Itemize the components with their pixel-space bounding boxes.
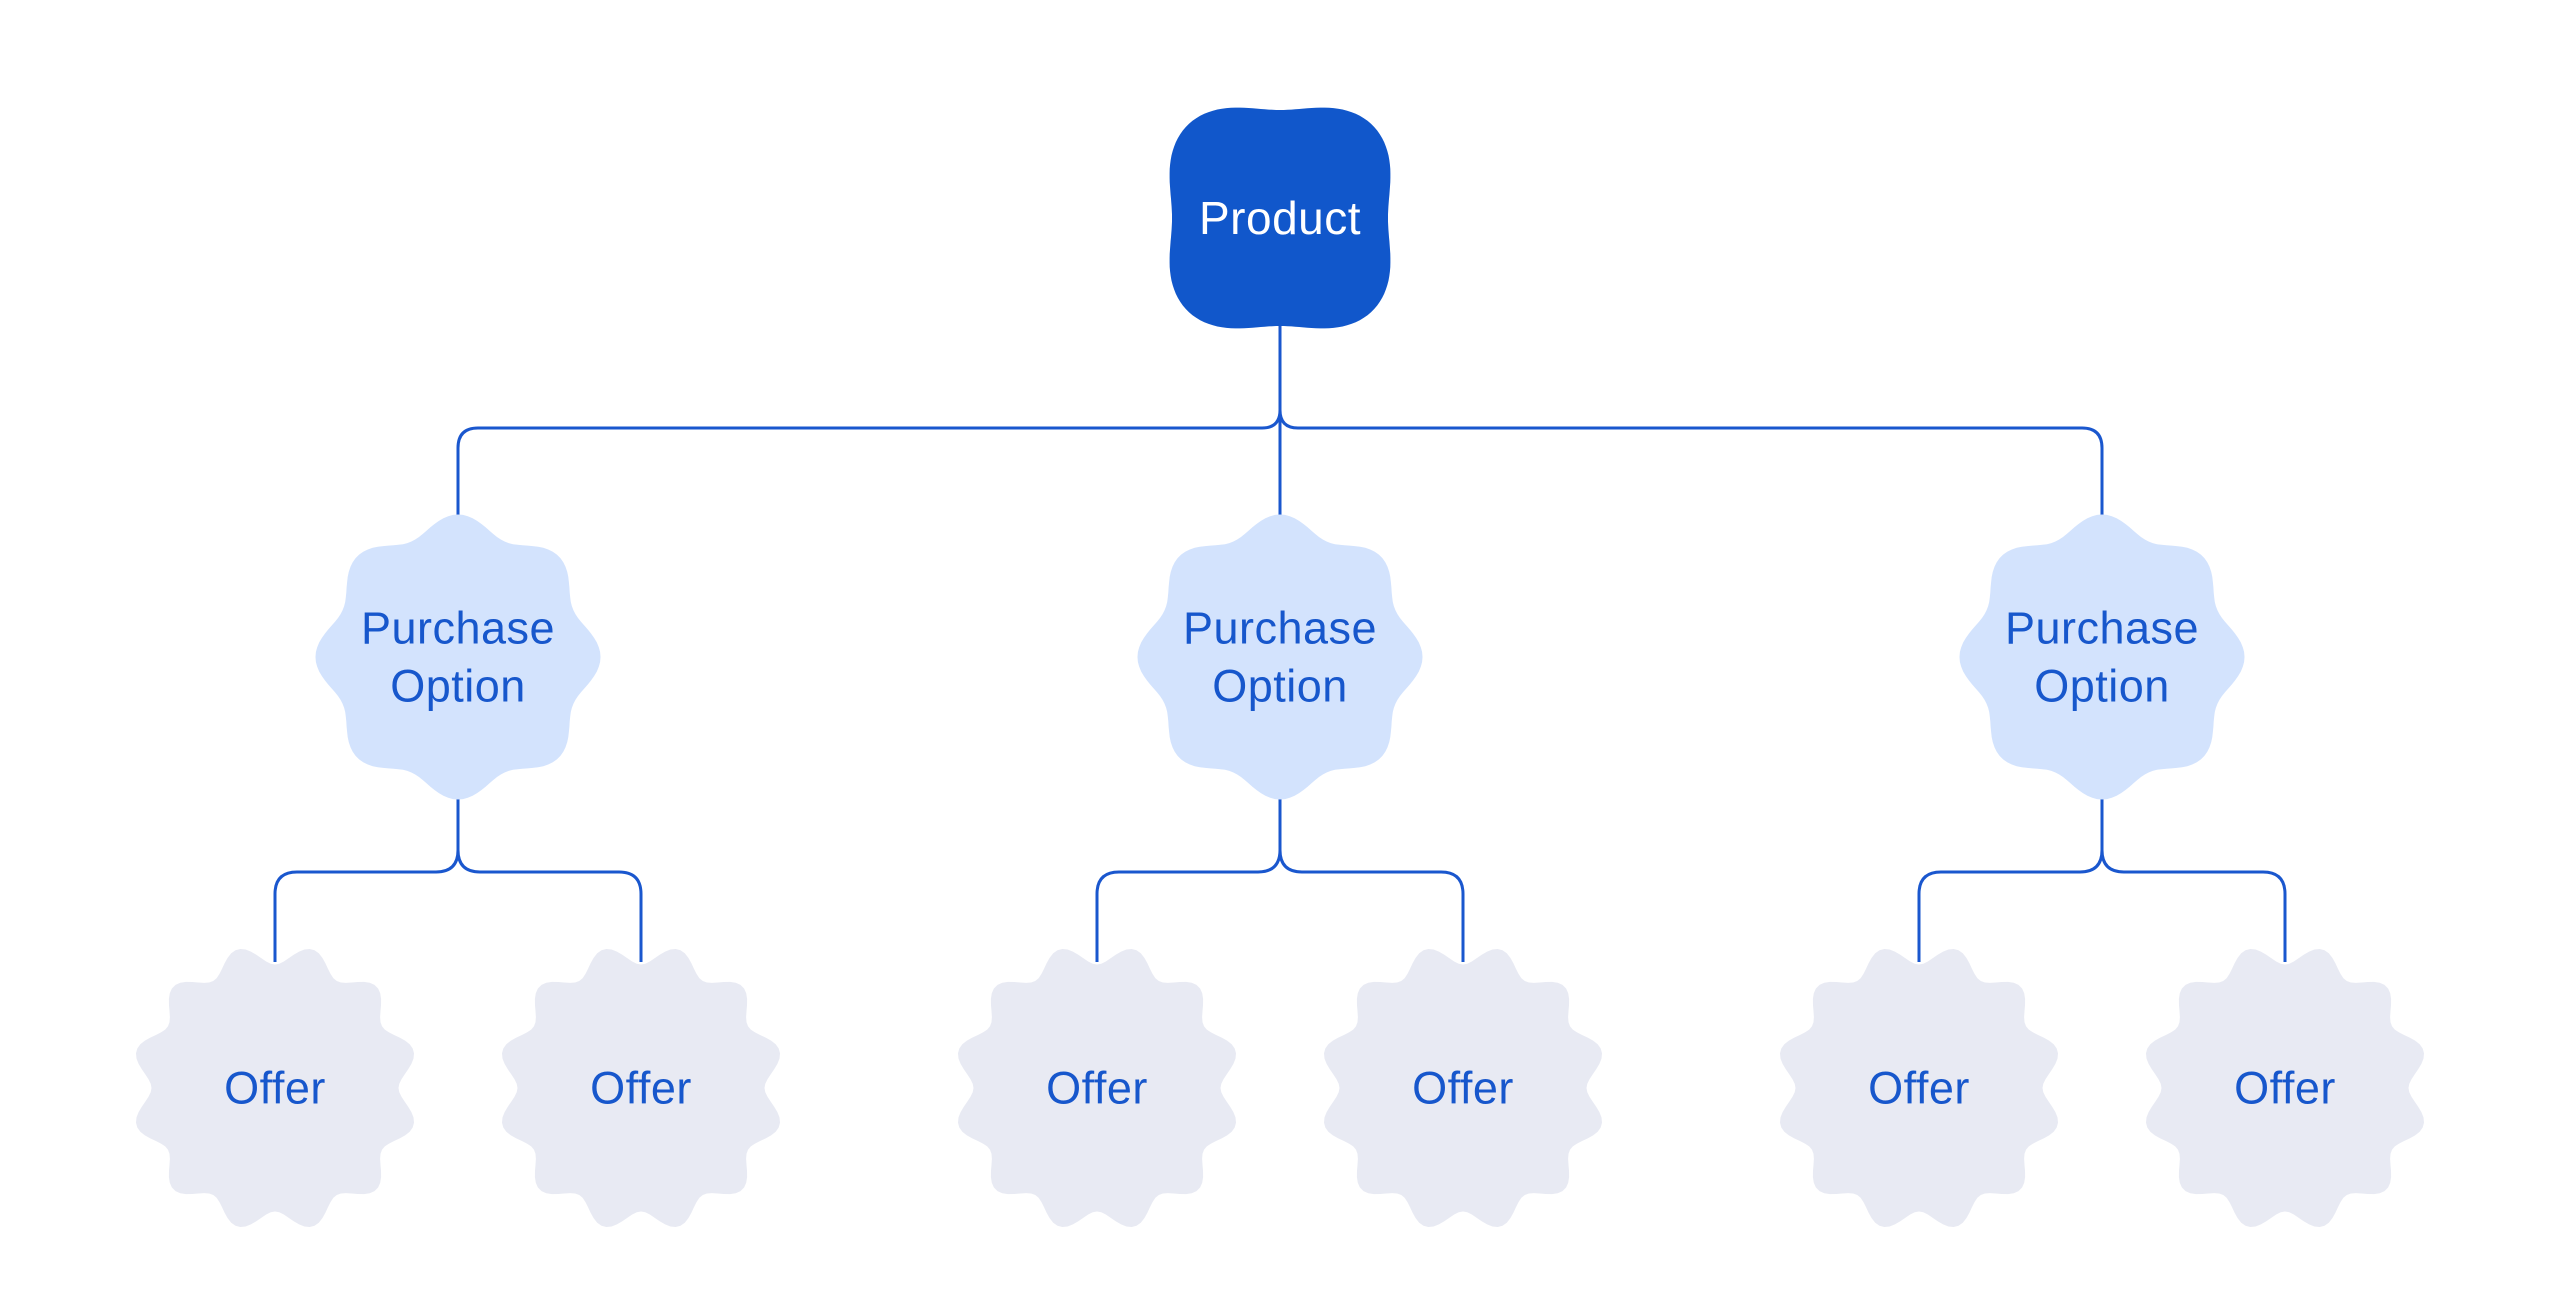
purchase-option-label-line2: Option	[1212, 660, 1348, 711]
purchase-option-label-line2: Option	[390, 660, 526, 711]
offer-node-1: Offer	[130, 943, 421, 1234]
offer-blob-shape	[502, 949, 780, 1227]
purchase-option-label-line1: Purchase	[1182, 602, 1378, 653]
purchase-option-node-1: Purchase Option	[314, 513, 603, 802]
offer-label: Offer	[1046, 1062, 1148, 1113]
purchase-option-label-line1: Purchase	[2004, 602, 2200, 653]
connector-po3-right	[2100, 782, 2287, 962]
purchase-option-node-3: Purchase Option	[1958, 513, 2247, 802]
offer-blob-shape	[1780, 949, 2058, 1227]
purchase-option-node-2: Purchase Option	[1136, 513, 1425, 802]
purchase-option-blob-shape	[1137, 514, 1423, 800]
offer-blob-shape	[136, 949, 414, 1227]
offer-blob-shape	[958, 949, 1236, 1227]
offer-node-5: Offer	[1774, 943, 2065, 1234]
purchase-option-label: Purchase Option	[361, 599, 555, 715]
connector-po1-right	[456, 782, 643, 962]
product-blob-shape	[1169, 107, 1391, 329]
purchase-option-label: Purchase Option	[1183, 599, 1377, 715]
connector-po1-left	[273, 782, 460, 962]
product-label: Product	[1198, 192, 1362, 244]
offer-node-6: Offer	[2140, 943, 2431, 1234]
offer-node-2: Offer	[496, 943, 787, 1234]
purchase-option-blob-shape	[315, 514, 601, 800]
offer-label: Offer	[1412, 1062, 1514, 1113]
connector-product-left	[456, 324, 1282, 535]
offer-label: Offer	[224, 1062, 326, 1113]
purchase-option-blob-shape	[1959, 514, 2245, 800]
offer-blob-shape	[1324, 949, 1602, 1227]
purchase-option-label: Purchase Option	[2005, 599, 2199, 715]
connector-po3-left	[1917, 782, 2104, 962]
offer-label: Offer	[590, 1062, 692, 1113]
offer-node-4: Offer	[1318, 943, 1609, 1234]
purchase-option-label-line2: Option	[2034, 660, 2170, 711]
offer-label: Offer	[1868, 1062, 1970, 1113]
offer-blob-shape	[2146, 949, 2424, 1227]
connector-product-right	[1278, 324, 2104, 535]
purchase-option-label-line1: Purchase	[360, 602, 556, 653]
offer-label: Offer	[2234, 1062, 2336, 1113]
product-node: Product	[1147, 85, 1413, 351]
connector-po2-right	[1278, 782, 1465, 962]
connector-po2-left	[1095, 782, 1282, 962]
offer-node-3: Offer	[952, 943, 1243, 1234]
